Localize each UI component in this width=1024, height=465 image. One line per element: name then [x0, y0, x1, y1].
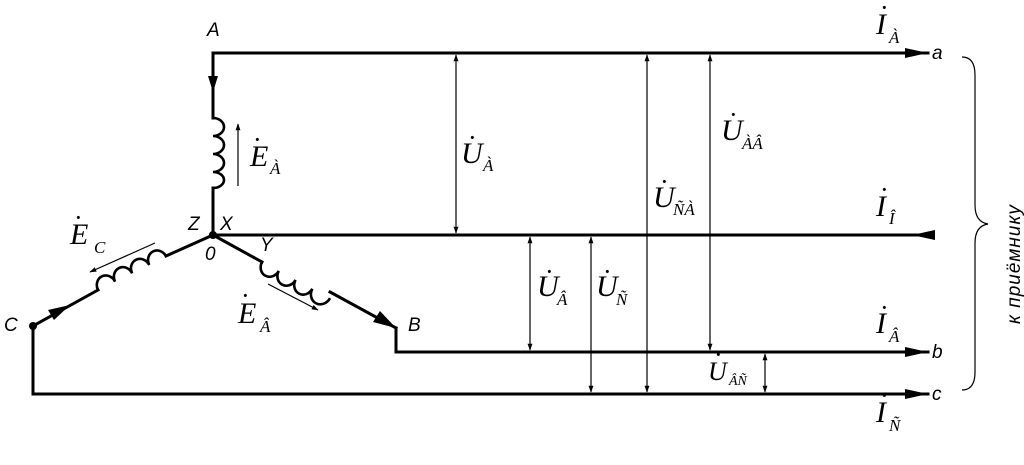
svg-text:U: U	[653, 181, 677, 214]
label-node-a: A	[206, 20, 220, 41]
node-c	[29, 322, 37, 330]
label-voltage-ubc: · U ÂÑ	[708, 340, 748, 389]
arrow-phase-a-current	[208, 76, 218, 92]
label-node-o: 0	[205, 244, 216, 265]
voltage-labels: · U À · U ÀÂ · U ÑÀ · U Â · U Ñ · U ÂÑ	[461, 100, 763, 389]
svg-text:·: ·	[545, 257, 554, 286]
arrow-phase-c-current	[48, 305, 70, 320]
emf-b-arrow	[267, 283, 319, 311]
svg-text:À: À	[888, 28, 900, 47]
svg-text:Â: Â	[259, 317, 271, 336]
svg-text:I: I	[875, 190, 888, 223]
svg-text:·: ·	[74, 203, 83, 232]
label-voltage-uab: · U ÀÂ	[721, 100, 763, 153]
label-current-ia: · I À	[875, 0, 900, 47]
svg-text:·: ·	[660, 167, 669, 196]
arrow-line-c	[905, 389, 928, 399]
label-voltage-ua: · U À	[461, 123, 494, 175]
svg-text:·: ·	[880, 175, 889, 204]
label-emf-c: · E C	[69, 203, 106, 257]
svg-text:U: U	[461, 137, 485, 170]
svg-text:ÂÑ: ÂÑ	[728, 372, 748, 389]
label-current-ib: · I Â	[875, 293, 900, 346]
svg-text:Â: Â	[556, 290, 568, 309]
svg-text:E: E	[69, 218, 88, 251]
svg-text:Î: Î	[888, 209, 896, 228]
coil-phase-a	[212, 116, 226, 190]
arrow-line-a	[905, 48, 928, 58]
svg-text:C: C	[94, 238, 106, 257]
emf-c-arrow	[89, 242, 156, 273]
svg-text:U: U	[596, 270, 620, 303]
label-node-b: B	[408, 315, 421, 336]
receiver-brace	[961, 56, 989, 391]
label-voltage-uca: · U ÑÀ	[653, 167, 695, 219]
svg-text:·: ·	[880, 381, 889, 410]
svg-text:À: À	[482, 156, 494, 175]
label-voltage-ub: · U Â	[537, 257, 568, 309]
arrow-neutral	[912, 230, 935, 240]
svg-text:Â: Â	[888, 327, 900, 346]
coil-phase-c	[95, 249, 168, 291]
wire-arrows	[48, 48, 935, 399]
current-labels: · I À · I Î · I Â · I Ñ	[875, 0, 902, 435]
svg-text:I: I	[875, 396, 888, 429]
svg-text:E: E	[249, 140, 268, 173]
svg-text:I: I	[875, 8, 888, 41]
label-node-z: Z	[187, 214, 201, 235]
svg-text:U: U	[721, 114, 745, 147]
svg-text:ÑÀ: ÑÀ	[672, 200, 695, 219]
svg-text:U: U	[537, 270, 561, 303]
svg-text:Ñ: Ñ	[615, 290, 629, 309]
arrow-phase-b-current	[373, 311, 396, 328]
svg-text:·: ·	[880, 0, 889, 22]
svg-text:E: E	[237, 297, 256, 330]
label-node-y: Y	[260, 235, 274, 256]
svg-text:·: ·	[468, 123, 477, 152]
voltage-arrows	[453, 54, 768, 393]
node-star-point	[209, 231, 217, 239]
label-line-a: a	[932, 43, 943, 64]
node-labels: A Z X 0 Y B C a b c	[4, 20, 943, 405]
svg-text:·: ·	[714, 340, 723, 369]
label-line-c: c	[932, 384, 942, 405]
svg-text:ÀÂ: ÀÂ	[741, 134, 763, 153]
label-current-i0: · I Î	[875, 175, 896, 228]
svg-text:I: I	[875, 307, 888, 340]
svg-text:·: ·	[241, 281, 250, 310]
svg-text:·: ·	[253, 125, 262, 154]
emf-labels: · E À · E Â · E C	[69, 125, 281, 336]
label-line-b: b	[932, 342, 943, 363]
svg-text:·: ·	[603, 257, 612, 286]
wire-phase-b-1	[210, 232, 265, 265]
label-voltage-uc: · U Ñ	[596, 257, 629, 309]
label-node-x: X	[219, 214, 234, 235]
arrow-line-b	[905, 347, 928, 357]
wires	[30, 51, 930, 396]
label-current-ic: · I Ñ	[875, 381, 902, 435]
svg-text:À: À	[269, 159, 281, 178]
label-node-c: C	[4, 315, 18, 336]
label-emf-a: · E À	[249, 125, 281, 178]
svg-text:Ñ: Ñ	[888, 416, 902, 435]
svg-text:U: U	[708, 357, 729, 386]
wire-phase-c-1	[164, 233, 215, 258]
coil-phase-b	[259, 261, 332, 306]
svg-text:·: ·	[880, 293, 889, 322]
receiver-label: к приёмнику	[1004, 204, 1024, 324]
svg-text:·: ·	[729, 100, 738, 129]
label-emf-b: · E Â	[237, 281, 271, 336]
